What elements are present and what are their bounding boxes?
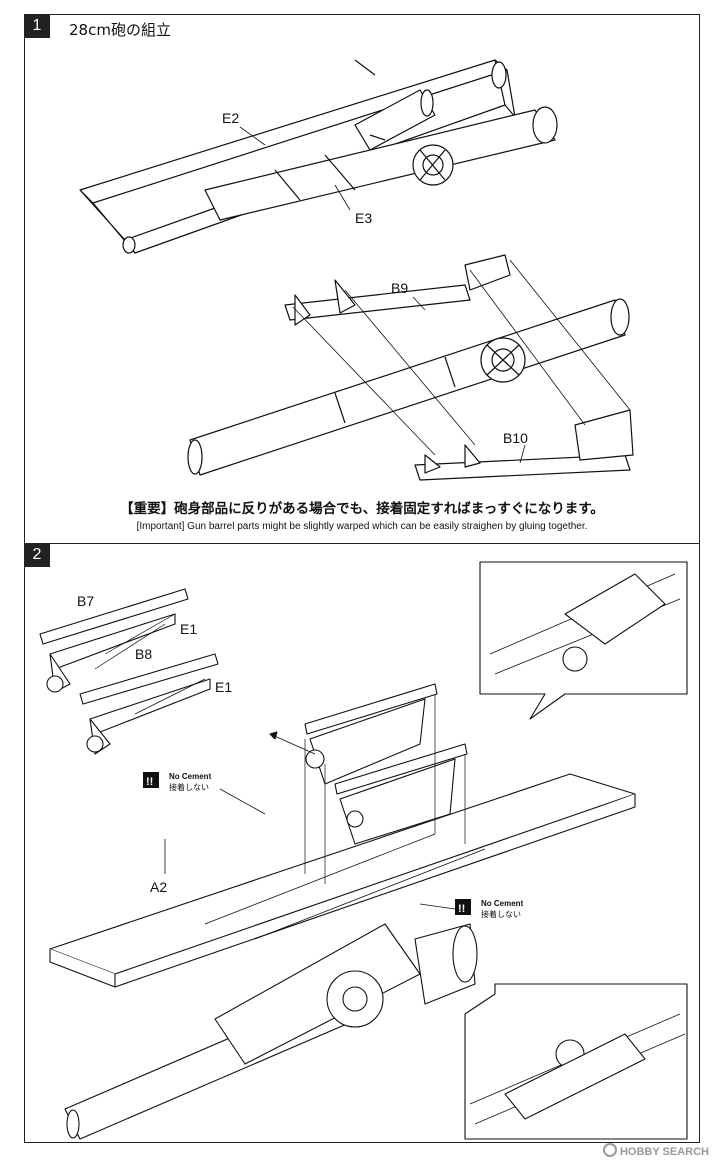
no-cement-en: No Cement	[481, 899, 524, 908]
subassembly-b8	[79, 653, 219, 755]
part-label-b10: B10	[503, 430, 528, 446]
no-cement-icon-text: !!	[458, 903, 465, 915]
important-note-en: [Important] Gun barrel parts might be sl…	[136, 521, 588, 532]
step-1-panel: 1 28cm砲の組立	[24, 14, 700, 544]
important-note-jp: 【重要】砲身部品に反りがある場合でも、接着固定すればまっすぐになります。	[120, 501, 604, 517]
no-cement-jp: 接着しない	[481, 909, 521, 919]
step-number: 2	[24, 543, 50, 567]
detail-inset-bottom	[464, 983, 688, 1140]
part-label-b7: B7	[77, 593, 94, 609]
part-label-e3: E3	[355, 210, 372, 226]
no-cement-icon-text: !!	[146, 776, 153, 788]
mount-assembly-diagram: !! No Cement 接着しない !! No Cement 接着しない B7…	[39, 561, 688, 1140]
step-2-panel: 2	[24, 543, 700, 1143]
part-label-a2: A2	[150, 879, 167, 895]
watermark-text: HOBBY SEARCH	[619, 1146, 709, 1158]
watermark: HOBBY SEARCH	[602, 1143, 709, 1158]
part-label-b8: B8	[135, 646, 152, 662]
detail-inset-top	[479, 561, 688, 720]
part-label-b9: B9	[391, 280, 408, 296]
gun-assembly-diagram: E2 E3 B9 B10	[79, 59, 634, 481]
upper-gun-assembly	[79, 59, 558, 254]
no-cement-jp: 接着しない	[169, 782, 209, 792]
part-label-e2: E2	[222, 110, 239, 126]
no-cement-icon	[143, 772, 159, 788]
no-cement-note-2: !! No Cement 接着しない	[455, 899, 524, 919]
assembled-gun	[64, 923, 478, 1140]
subassembly-b7	[39, 588, 189, 693]
part-label-e1: E1	[180, 621, 197, 637]
no-cement-en: No Cement	[169, 772, 212, 781]
lower-gun-exploded	[187, 254, 634, 481]
part-label-e1: E1	[215, 679, 232, 695]
no-cement-note-1: !! No Cement 接着しない	[143, 772, 212, 792]
logo-icon	[602, 1143, 617, 1157]
step-number: 1	[24, 14, 50, 38]
step-title: 28cm砲の組立	[69, 21, 171, 39]
main-deck-a2	[49, 683, 636, 988]
no-cement-icon	[455, 899, 471, 915]
